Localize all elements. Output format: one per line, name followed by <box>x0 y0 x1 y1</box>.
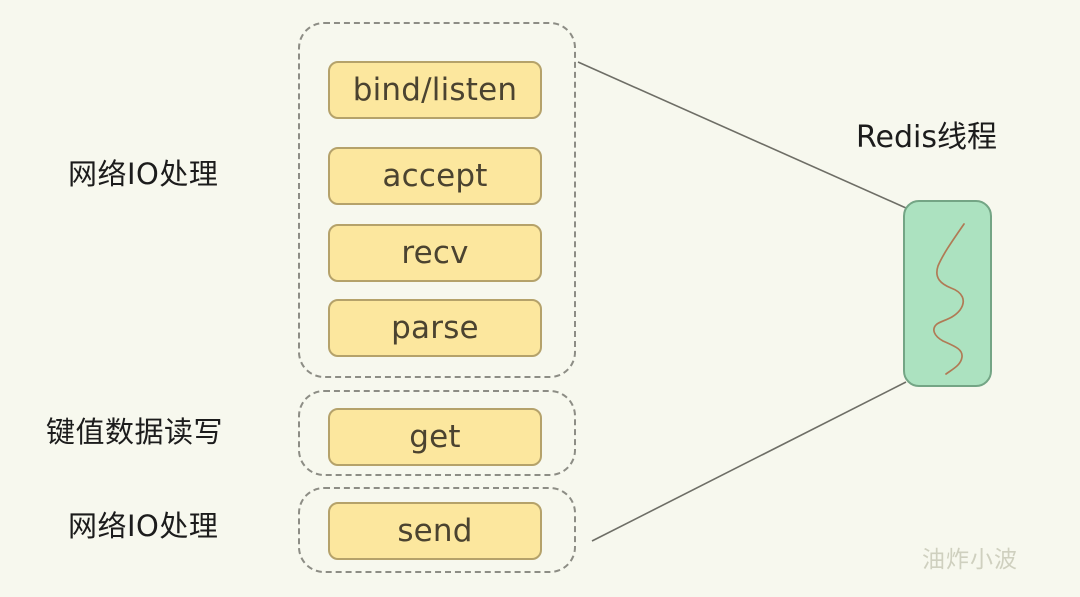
group-container-network-io-in <box>298 22 576 378</box>
redis-thread-box[interactable] <box>903 200 992 387</box>
op-box-parse[interactable]: parse <box>328 299 542 357</box>
op-box-bind-listen[interactable]: bind/listen <box>328 61 542 119</box>
watermark-text: 油炸小波 <box>922 547 1018 573</box>
group-container-kv-read-write <box>298 390 576 476</box>
op-box-accept[interactable]: accept <box>328 147 542 205</box>
op-box-send[interactable]: send <box>328 502 542 560</box>
group-label-kv-read-write: 键值数据读写 <box>46 415 224 449</box>
redis-thread-title: Redis线程 <box>856 120 997 155</box>
op-box-recv[interactable]: recv <box>328 224 542 282</box>
group-label-network-io-top: 网络IO处理 <box>68 157 219 191</box>
op-box-get[interactable]: get <box>328 408 542 466</box>
bottom-connector-line <box>591 381 907 542</box>
group-label-network-io-bottom: 网络IO处理 <box>68 509 219 543</box>
group-container-network-io-out <box>298 487 576 573</box>
thread-squiggle-icon <box>933 223 965 375</box>
